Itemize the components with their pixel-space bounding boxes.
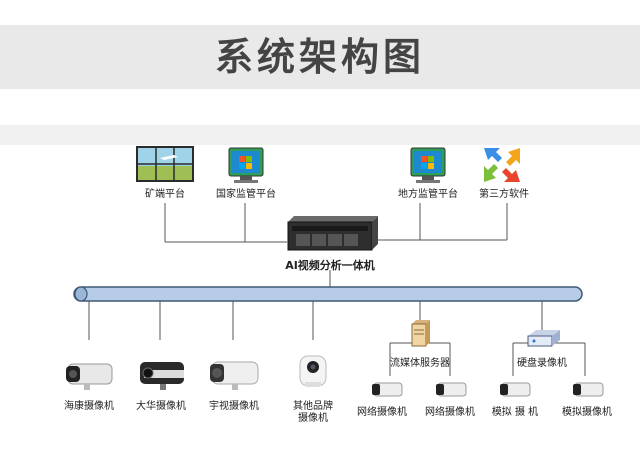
label-ai-box: AI视频分析一体机 — [285, 259, 375, 272]
camera-icon-network-2 — [436, 382, 467, 397]
label-national-platform: 国家监管平台 — [216, 189, 276, 200]
label-camera-dahua: 大华摄像机 — [136, 401, 186, 412]
label-third-party: 第三方软件 — [479, 189, 529, 200]
monitor-icon-national — [228, 147, 264, 183]
label-nvr: 硬盘录像机 — [517, 358, 567, 369]
label-camera-network-2: 网络摄像机 — [425, 407, 475, 418]
camera-icon-uniview — [210, 361, 259, 390]
top-connectors — [164, 203, 508, 287]
label-camera-analog-1: 模拟 摄 机 — [491, 407, 539, 418]
camera-icon-analog-1 — [500, 382, 531, 397]
camera-icon-network-1 — [372, 382, 403, 397]
label-camera-other-brand-line2: 摄像机 — [298, 413, 328, 424]
network-bus — [73, 286, 583, 302]
label-camera-uniview: 宇视摄像机 — [209, 401, 259, 412]
camera-icon-dahua — [140, 362, 184, 390]
third-party-software-icon — [482, 146, 522, 182]
header-band — [0, 125, 640, 145]
title-band — [0, 25, 640, 89]
label-camera-hikvision: 海康摄像机 — [64, 401, 114, 412]
label-mine-platform: 矿端平台 — [145, 189, 185, 200]
nvr-icon — [527, 330, 560, 347]
label-streaming-server: 流媒体服务器 — [390, 358, 450, 369]
monitor-icon-local — [410, 147, 446, 183]
streaming-server-icon — [411, 320, 430, 347]
label-camera-other-brand: 其他品牌 — [293, 401, 333, 412]
label-local-platform: 地方监管平台 — [398, 189, 458, 200]
ai-server-icon — [287, 216, 378, 251]
camera-icon-dome — [299, 355, 327, 387]
video-wall-icon — [136, 146, 194, 182]
label-camera-analog-2: 模拟摄像机 — [562, 407, 612, 418]
camera-icon-hikvision — [66, 363, 113, 390]
label-camera-network-1: 网络摄像机 — [357, 407, 407, 418]
page-title: 系统架构图 — [214, 35, 425, 79]
camera-icon-analog-2 — [573, 382, 604, 397]
